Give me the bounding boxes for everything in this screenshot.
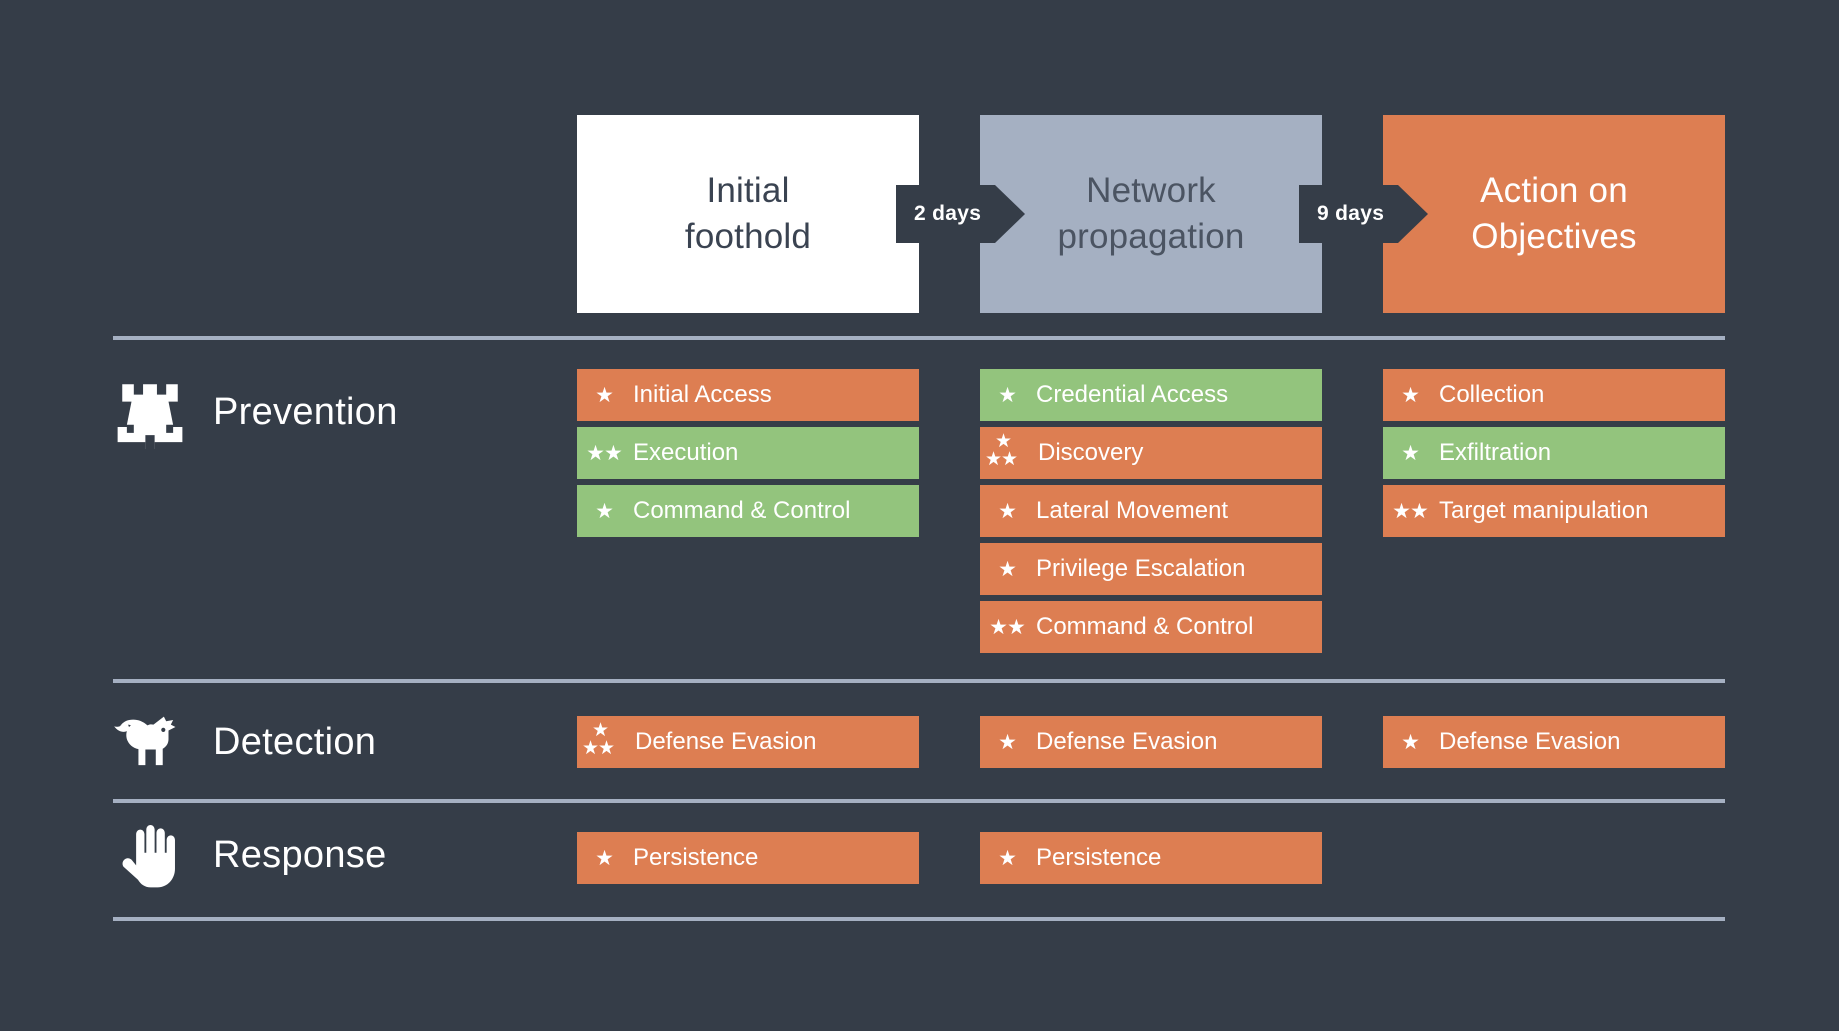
technique-label: Discovery <box>1038 439 1144 466</box>
row-header-detection: Detection <box>113 705 376 779</box>
technique-chip[interactable]: ★ Persistence <box>980 832 1322 884</box>
phase-label: Network propagation <box>1057 168 1244 260</box>
phase-label-line2: Objectives <box>1471 217 1637 256</box>
gap-badge-9-days: 9 days <box>1299 185 1429 243</box>
technique-chip[interactable]: ★★ Target manipulation <box>1383 485 1725 537</box>
phase-label-line2: propagation <box>1057 217 1245 256</box>
technique-label: Credential Access <box>1036 381 1229 408</box>
severity-stars: ★ <box>595 383 614 407</box>
technique-label: Privilege Escalation <box>1036 555 1246 582</box>
technique-label: Initial Access <box>633 381 772 408</box>
severity-stars: ★★ <box>1392 499 1429 523</box>
arrow-right-icon <box>995 185 1026 243</box>
technique-label: Execution <box>633 439 739 466</box>
technique-label: Persistence <box>1036 844 1162 871</box>
technique-chip[interactable]: ★★★Defense Evasion <box>577 716 919 768</box>
technique-label: Command & Control <box>633 497 851 524</box>
divider-bottom <box>113 917 1725 921</box>
detection-column-network-propagation: ★ Defense Evasion <box>980 716 1322 774</box>
technique-label: Defense Evasion <box>1439 728 1621 755</box>
severity-stars: ★ <box>998 557 1017 581</box>
phase-box-network-propagation[interactable]: Network propagation <box>980 115 1322 313</box>
severity-stars: ★ <box>1401 383 1420 407</box>
severity-stars: ★ <box>1401 730 1420 754</box>
severity-stars: ★ <box>595 499 614 523</box>
phase-label: Initial foothold <box>685 168 811 260</box>
technique-chip[interactable]: ★ Exfiltration <box>1383 427 1725 479</box>
technique-label: Defense Evasion <box>1036 728 1218 755</box>
severity-stars: ★ <box>1401 441 1420 465</box>
technique-chip[interactable]: ★ Initial Access <box>577 369 919 421</box>
row-title: Detection <box>213 720 377 763</box>
response-column-network-propagation: ★ Persistence <box>980 832 1322 890</box>
phase-label-line1: Action on <box>1480 170 1628 210</box>
prevention-column-action-on-objectives: ★ Collection ★ Exfiltration ★★ Target manipul… <box>1383 369 1725 543</box>
phase-label-line1: Initial <box>706 170 790 210</box>
technique-label: Persistence <box>633 844 759 871</box>
divider-above-response <box>113 799 1725 803</box>
technique-chip[interactable]: ★★★Discovery <box>980 427 1322 479</box>
row-title: Response <box>213 833 387 876</box>
stop-hand-icon <box>113 818 187 892</box>
technique-chip[interactable]: ★ Command & Control <box>577 485 919 537</box>
severity-stars: ★★★ <box>577 716 633 768</box>
technique-chip[interactable]: ★ Defense Evasion <box>980 716 1322 768</box>
phase-label-line2: foothold <box>684 217 812 256</box>
guard-dog-icon <box>113 705 187 779</box>
arrow-right-icon <box>1398 185 1429 243</box>
technique-label: Collection <box>1439 381 1545 408</box>
prevention-column-initial-foothold: ★ Initial Access ★★ Execution ★ Command & Con… <box>577 369 919 543</box>
castle-tower-icon <box>113 375 187 449</box>
severity-stars: ★ <box>998 730 1017 754</box>
star-icon: ★ <box>592 720 609 741</box>
phase-label: Action on Objectives <box>1471 168 1636 260</box>
severity-stars: ★ <box>998 846 1017 870</box>
divider-above-prevention <box>113 336 1725 340</box>
gap-badge-2-days: 2 days <box>896 185 1026 243</box>
technique-chip[interactable]: ★★ Command & Control <box>980 601 1322 653</box>
severity-stars: ★★ <box>586 441 623 465</box>
technique-label: Command & Control <box>1036 613 1254 640</box>
technique-chip[interactable]: ★ Credential Access <box>980 369 1322 421</box>
technique-chip[interactable]: ★ Defense Evasion <box>1383 716 1725 768</box>
technique-label: Defense Evasion <box>635 728 817 755</box>
prevention-column-network-propagation: ★Credential Access★★★Discovery★Lateral M… <box>980 369 1322 659</box>
phase-box-initial-foothold[interactable]: Initial foothold <box>577 115 919 313</box>
technique-label: Exfiltration <box>1439 439 1552 466</box>
severity-stars: ★★★ <box>980 427 1036 479</box>
technique-chip[interactable]: ★★ Execution <box>577 427 919 479</box>
severity-stars: ★ <box>595 846 614 870</box>
technique-chip[interactable]: ★ Persistence <box>577 832 919 884</box>
severity-stars: ★★ <box>989 615 1026 639</box>
star-icon: ★★ <box>582 738 615 759</box>
technique-chip[interactable]: ★ Lateral Movement <box>980 485 1322 537</box>
attack-timeline: Initial foothold Network propagation Act… <box>577 115 1725 313</box>
phase-label-line1: Network <box>1086 170 1216 210</box>
phase-box-action-on-objectives[interactable]: Action on Objectives <box>1383 115 1725 313</box>
technique-chip[interactable]: ★ Privilege Escalation <box>980 543 1322 595</box>
row-header-response: Response <box>113 818 387 892</box>
gap-badge-label: 9 days <box>1299 185 1399 243</box>
row-title: Prevention <box>213 390 398 433</box>
technique-chip[interactable]: ★ Collection <box>1383 369 1725 421</box>
severity-stars: ★ <box>998 383 1017 407</box>
star-icon: ★★ <box>985 449 1018 470</box>
technique-label: Lateral Movement <box>1036 497 1229 524</box>
star-icon: ★ <box>995 431 1012 452</box>
divider-above-detection <box>113 679 1725 683</box>
response-column-initial-foothold: ★ Persistence <box>577 832 919 890</box>
gap-badge-label: 2 days <box>896 185 996 243</box>
detection-column-initial-foothold: ★★★Defense Evasion <box>577 716 919 774</box>
severity-stars: ★ <box>998 499 1017 523</box>
detection-column-action-on-objectives: ★ Defense Evasion <box>1383 716 1725 774</box>
technique-label: Target manipulation <box>1439 497 1649 524</box>
row-header-prevention: Prevention <box>113 375 398 449</box>
